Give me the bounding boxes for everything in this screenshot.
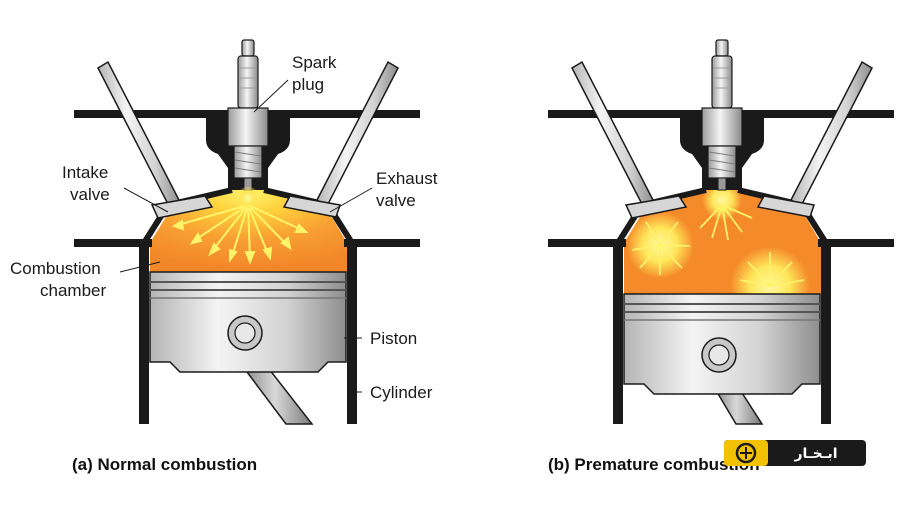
label-spark-plug-line1: Spark xyxy=(292,53,337,72)
label-piston: Piston xyxy=(370,329,417,348)
watermark-text: ابـخـار xyxy=(793,446,837,462)
label-exhaust-valve-line2: valve xyxy=(376,191,416,210)
label-exhaust-valve-line1: Exhaust xyxy=(376,169,438,188)
flame-arrows-b xyxy=(631,204,805,287)
exhaust-valve-b xyxy=(756,60,873,218)
flame-arrows xyxy=(171,204,309,265)
watermark-logo: ابـخـار xyxy=(724,440,866,466)
piston-b xyxy=(623,293,821,395)
label-intake-valve-line1: Intake xyxy=(62,163,108,182)
label-combustion-chamber-line1: Combustion xyxy=(10,259,101,278)
caption-premature: (b) Premature combustion xyxy=(548,455,760,474)
engine-premature xyxy=(548,39,894,425)
caption-normal: (a) Normal combustion xyxy=(72,455,257,474)
cylinder-wall-b xyxy=(613,244,831,424)
engine-normal xyxy=(74,39,420,425)
label-spark-plug-line2: plug xyxy=(292,75,324,94)
exhaust-valve xyxy=(282,60,399,218)
component-labels: Spark plug Intake valve Exhaust valve Co… xyxy=(10,53,438,402)
spark-plug-b xyxy=(701,39,743,191)
intake-valve xyxy=(97,60,214,219)
spark-plug xyxy=(227,39,269,210)
cylinder-wall xyxy=(139,244,357,424)
label-combustion-chamber-line2: chamber xyxy=(40,281,106,300)
piston xyxy=(149,271,347,373)
intake-valve-b xyxy=(571,60,688,219)
label-cylinder: Cylinder xyxy=(370,383,433,402)
label-intake-valve-line2: valve xyxy=(70,185,110,204)
leader-lines xyxy=(119,79,373,393)
